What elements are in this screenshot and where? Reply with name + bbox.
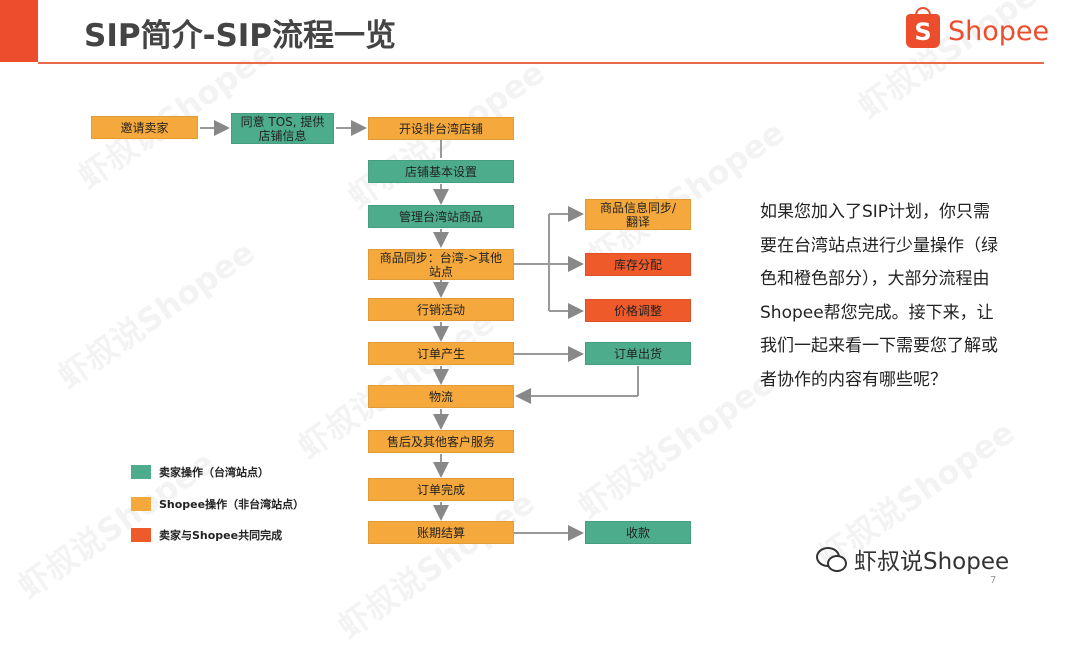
wechat-icon xyxy=(816,547,847,572)
step-payment: 收款 xyxy=(585,521,691,544)
legend-label: 卖家操作（台湾站点） xyxy=(159,466,269,479)
legend-swatch xyxy=(131,465,151,479)
step-manage-products: 管理台湾站商品 xyxy=(368,205,514,228)
wechat-brand: 虾叔说Shopee xyxy=(816,542,1009,576)
legend-item-seller: 卖家操作（台湾站点） xyxy=(131,464,269,480)
legend-item-shopee: Shopee操作（非台湾站点） xyxy=(131,496,304,512)
step-billing: 账期结算 xyxy=(368,521,514,544)
step-price-adjust: 价格调整 xyxy=(585,299,691,322)
page-number: 7 xyxy=(990,575,997,586)
flow-connectors xyxy=(200,120,639,541)
step-invite-seller: 邀请卖家 xyxy=(91,116,198,139)
legend-swatch xyxy=(131,497,151,511)
header-accent-bar xyxy=(0,0,38,62)
title-divider xyxy=(38,62,1044,64)
legend-item-joint: 卖家与Shopee共同完成 xyxy=(131,527,282,543)
step-product-sync: 商品同步：台湾->其他站点 xyxy=(368,249,514,280)
step-info-sync: 商品信息同步/翻译 xyxy=(585,199,691,230)
step-open-store: 开设非台湾店铺 xyxy=(368,117,514,140)
step-marketing: 行销活动 xyxy=(368,298,514,321)
legend-label: 卖家与Shopee共同完成 xyxy=(159,529,283,542)
step-order-created: 订单产生 xyxy=(368,342,514,365)
legend-swatch xyxy=(131,528,151,542)
logo-text: Shopee xyxy=(948,15,1050,47)
legend-label: Shopee操作（非台湾站点） xyxy=(159,498,305,511)
wechat-name: 虾叔说Shopee xyxy=(854,549,1010,575)
step-store-setup: 店铺基本设置 xyxy=(368,160,514,183)
shopping-bag-icon: S xyxy=(906,7,940,48)
shopee-logo: S Shopee xyxy=(906,7,1050,48)
step-logistics: 物流 xyxy=(368,385,514,408)
step-order-ship: 订单出货 xyxy=(585,342,691,365)
description-text: 如果您加入了SIP计划，你只需要在台湾站点进行少量操作（绿色和橙色部分），大部分… xyxy=(760,202,998,390)
step-after-sales: 售后及其他客户服务 xyxy=(368,430,514,453)
step-agree-tos: 同意 TOS, 提供店铺信息 xyxy=(231,113,334,144)
page-title: SIP简介-SIP流程一览 xyxy=(84,18,397,54)
step-inventory: 库存分配 xyxy=(585,253,691,276)
step-order-complete: 订单完成 xyxy=(368,478,514,501)
